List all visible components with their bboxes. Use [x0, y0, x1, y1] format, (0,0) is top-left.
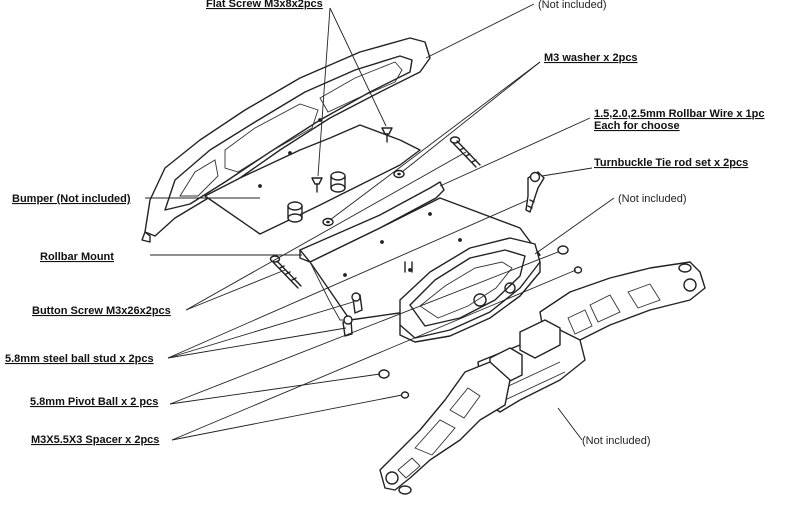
label-button-screw: Button Screw M3x26x2pcs	[32, 305, 171, 317]
label-turnbuckle: Turnbuckle Tie rod set x 2pcs	[594, 157, 748, 169]
turnbuckle-ends	[525, 171, 545, 213]
pivot-balls-right	[557, 245, 583, 274]
button-screws	[269, 136, 481, 289]
label-not-included-top: (Not included)	[538, 0, 606, 11]
label-flat-screw: Flat Screw M3x8x2pcs	[206, 0, 323, 10]
label-not-included-mid: (Not included)	[618, 193, 686, 205]
flat-screws	[311, 127, 393, 193]
pivot-balls-left	[378, 369, 410, 399]
label-not-included-bottom: (Not included)	[582, 435, 650, 447]
label-ball-stud: 5.8mm steel ball stud x 2pcs	[5, 353, 154, 365]
lower-arm-left	[379, 361, 511, 495]
label-bumper: Bumper (Not included)	[12, 193, 131, 205]
ball-studs-mount	[342, 292, 363, 337]
label-m3-washer: M3 washer x 2pcs	[544, 52, 638, 64]
label-spacer: M3X5.5X3 Spacer x 2pcs	[31, 434, 159, 446]
bumper-standoffs	[287, 171, 346, 223]
label-rollbar-wire-line1: 1.5,2.0,2.5mm Rollbar Wire x 1pc	[594, 108, 764, 120]
rollbar-mount-part	[299, 181, 541, 321]
label-pivot-ball: 5.8mm Pivot Ball x 2 pcs	[30, 396, 158, 408]
label-rollbar-mount: Rollbar Mount	[40, 251, 114, 263]
label-rollbar-wire-line2: Each for choose	[594, 120, 680, 132]
m3-washers	[322, 169, 405, 227]
leader-lines	[145, 3, 615, 441]
